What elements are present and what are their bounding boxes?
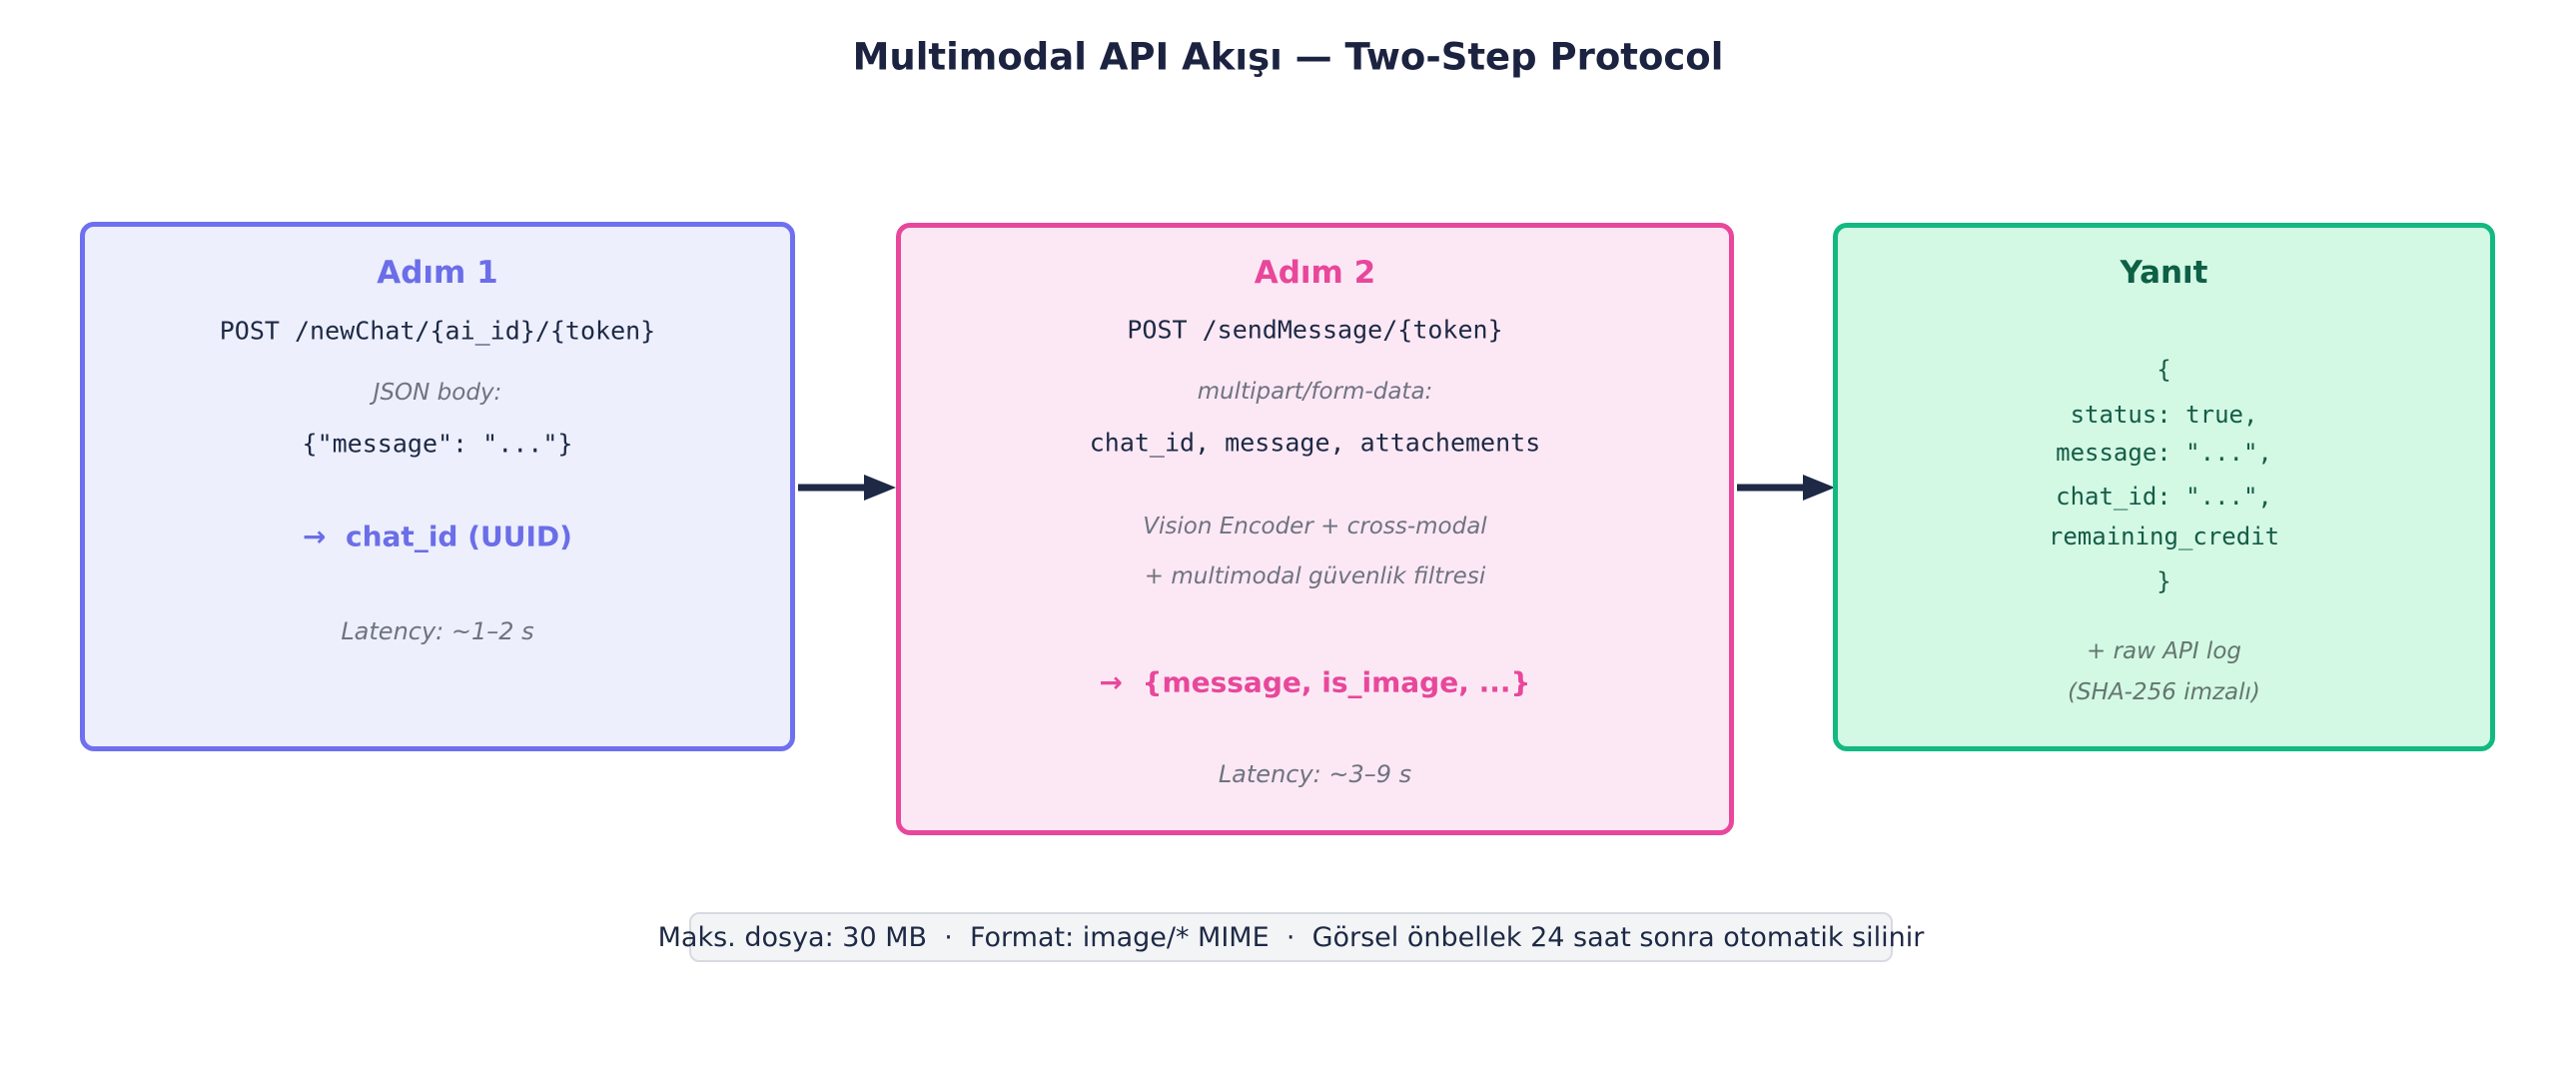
step2-title: Adım 2 xyxy=(1254,255,1376,291)
arrow-step1-to-step2-icon xyxy=(798,475,896,501)
response-title: Yanıt xyxy=(2120,255,2208,291)
step2-body-label: multipart/form-data: xyxy=(1197,379,1433,405)
step2-note-1: Vision Encoder + cross-modal xyxy=(1143,514,1487,540)
step1-body: {"message": "..."} xyxy=(302,429,573,459)
footer-constraints-text: Maks. dosya: 30 MB · Format: image/* MIM… xyxy=(657,921,1925,953)
arrow-step2-to-response-icon xyxy=(1737,475,1835,501)
step1-endpoint: POST /newChat/{ai_id}/{token} xyxy=(219,316,656,346)
response-box: Yanıt { status: true, message: "...", ch… xyxy=(1833,223,2495,751)
step2-note-2: + multimodal güvenlik filtresi xyxy=(1144,563,1486,589)
response-json-close-brace: } xyxy=(2156,567,2171,595)
response-json-status: status: true, xyxy=(2070,401,2258,429)
step2-body: chat_id, message, attachements xyxy=(1089,428,1541,458)
response-json-chat-id: chat_id: "...", xyxy=(2056,483,2272,511)
step1-box: Adım 1 POST /newChat/{ai_id}/{token} JSO… xyxy=(80,222,795,751)
response-json-open-brace: { xyxy=(2156,356,2171,384)
step1-result: → chat_id (UUID) xyxy=(303,520,572,553)
response-json-message: message: "...", xyxy=(2056,439,2272,467)
step2-endpoint: POST /sendMessage/{token} xyxy=(1127,315,1503,345)
diagram-title: Multimodal API Akışı — Two-Step Protocol xyxy=(852,35,1724,79)
step1-title: Adım 1 xyxy=(377,255,498,291)
response-note-2: (SHA-256 imzalı) xyxy=(2068,679,2260,705)
response-json-credit: remaining_credit xyxy=(2048,523,2280,550)
footer-constraints-badge: Maks. dosya: 30 MB · Format: image/* MIM… xyxy=(658,912,1924,962)
step2-result: → {message, is_image, ...} xyxy=(1099,665,1531,699)
step1-body-label: JSON body: xyxy=(373,380,502,406)
step2-box: Adım 2 POST /sendMessage/{token} multipa… xyxy=(896,223,1734,835)
step2-latency: Latency: ~3–9 s xyxy=(1218,760,1412,788)
response-note-1: + raw API log xyxy=(2086,638,2241,664)
step1-latency: Latency: ~1–2 s xyxy=(341,617,534,645)
